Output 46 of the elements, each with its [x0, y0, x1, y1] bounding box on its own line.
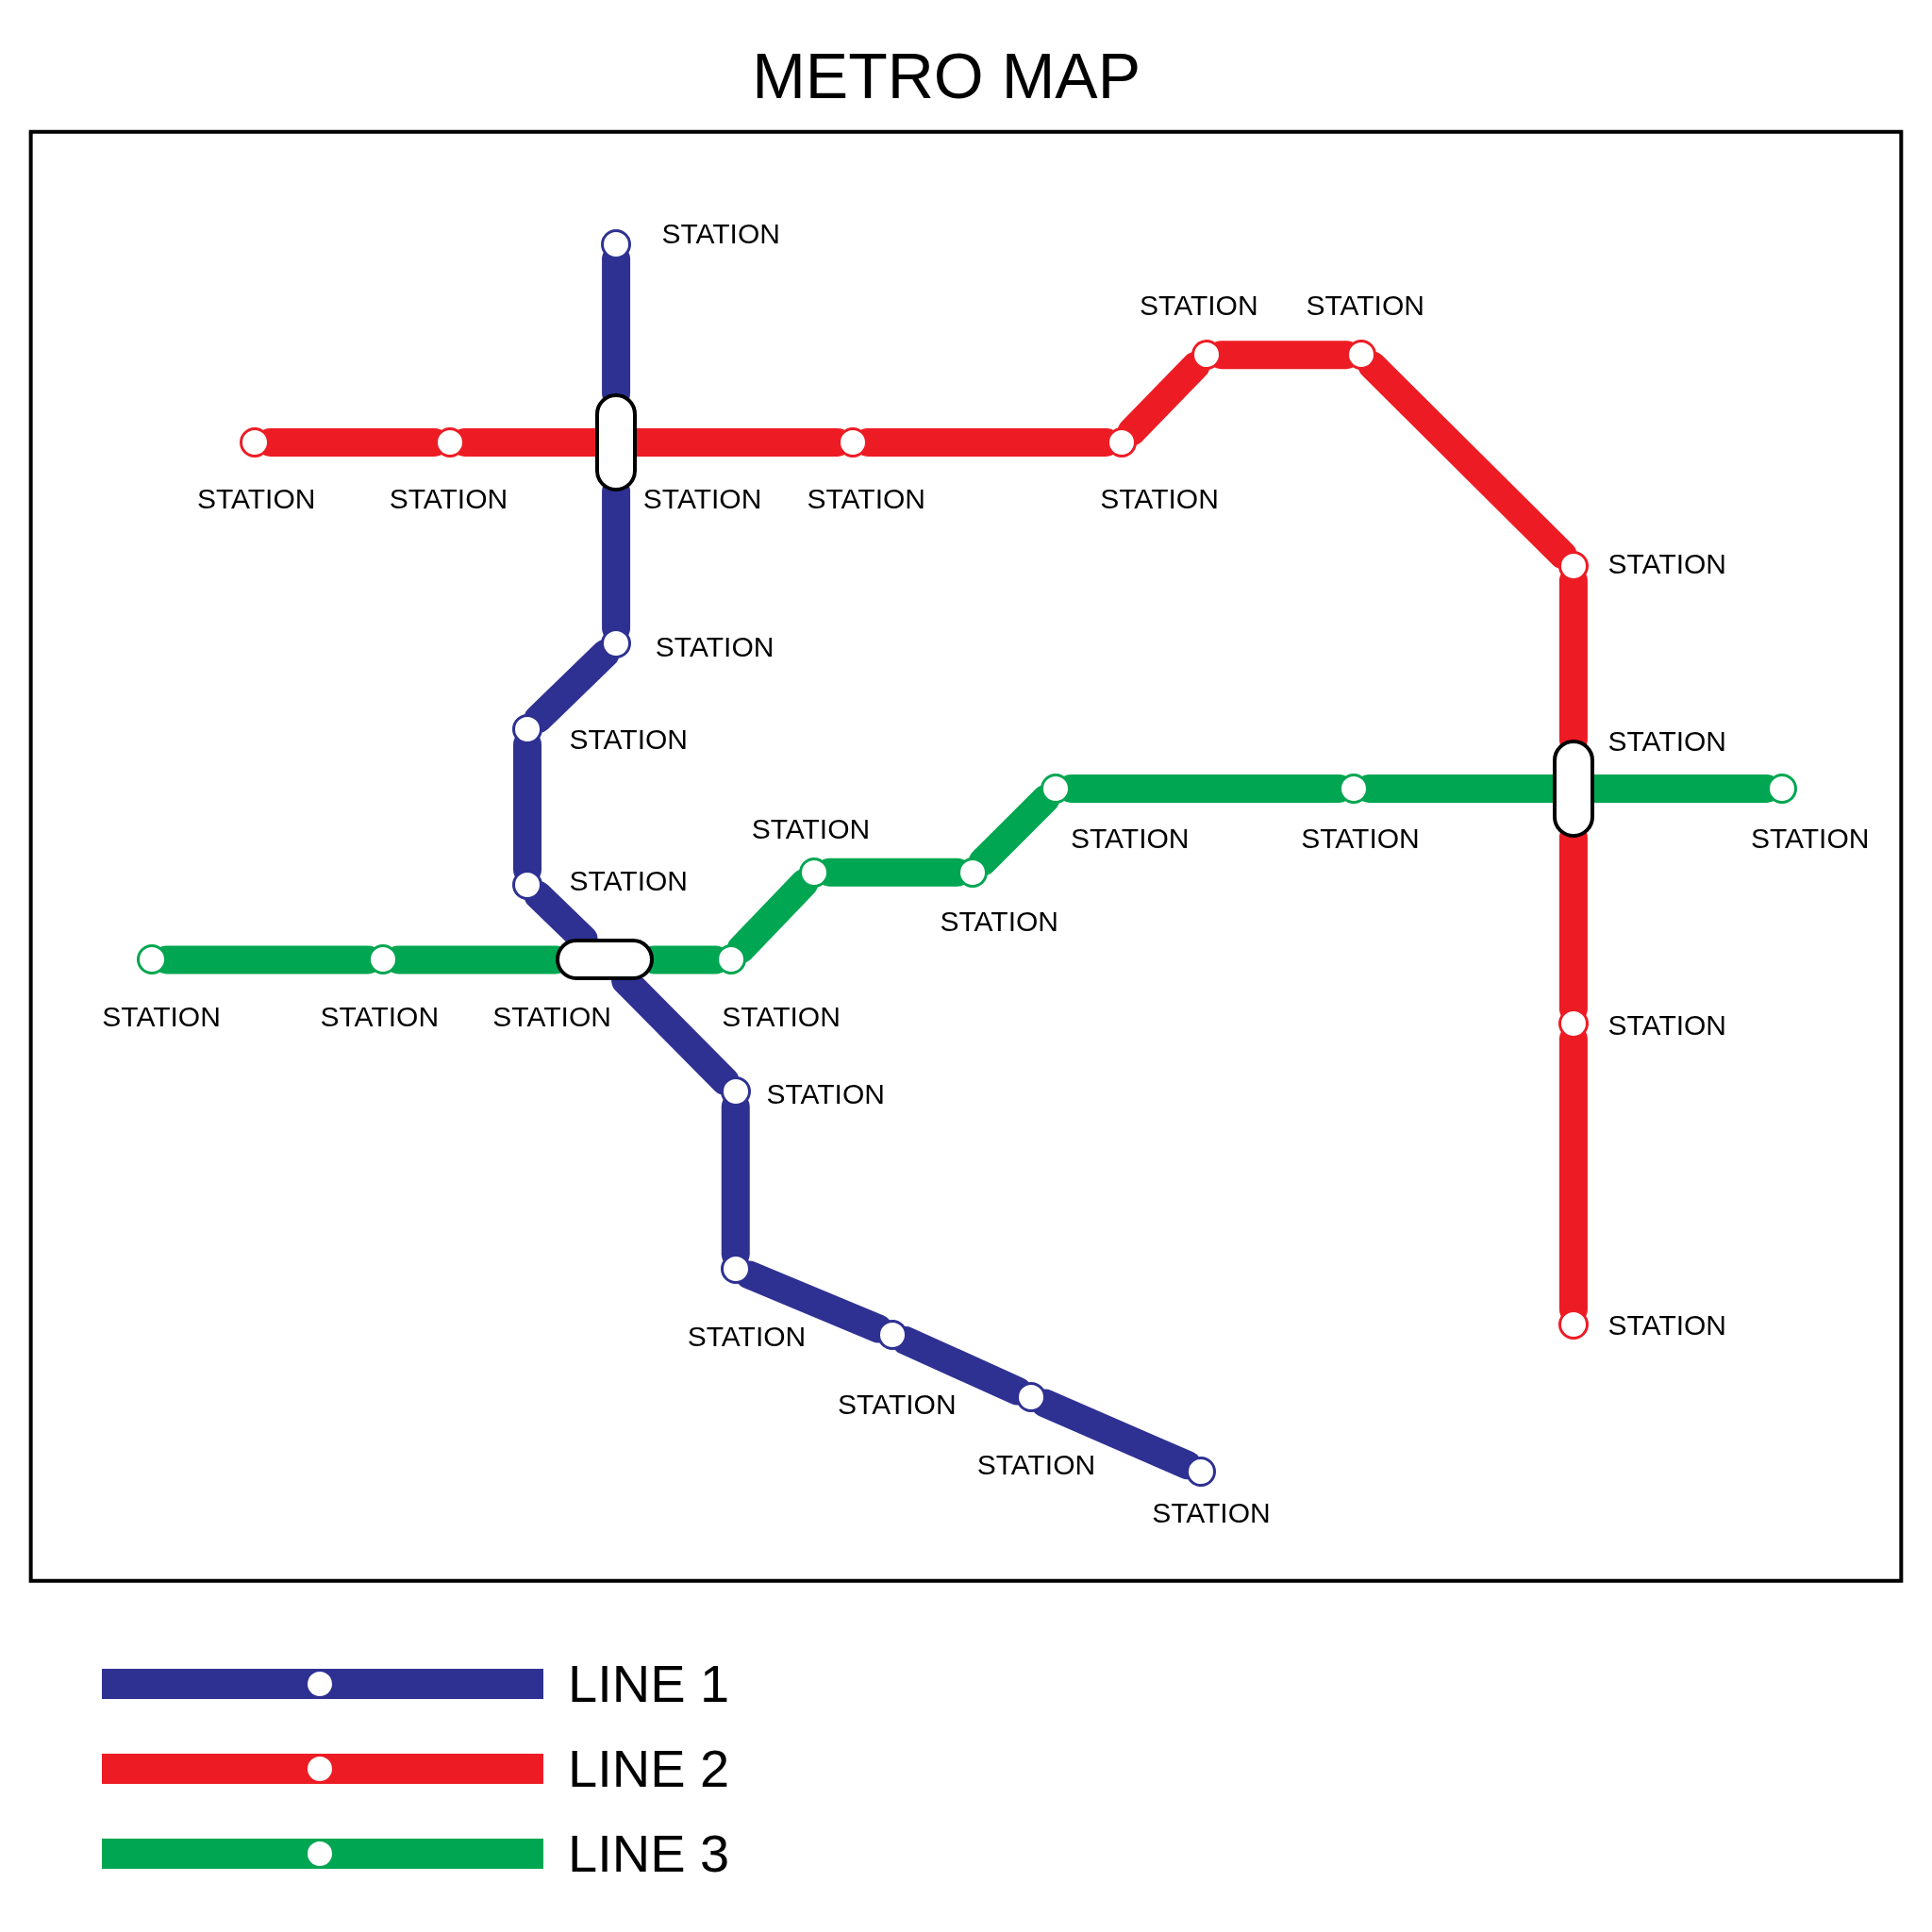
- interchange-station: [556, 939, 655, 981]
- station-label: STATION: [1301, 823, 1420, 856]
- station-label: STATION: [1607, 1008, 1727, 1041]
- station-label: STATION: [766, 1077, 885, 1111]
- metro-line: [1357, 351, 1577, 570]
- station-label: STATION: [642, 482, 762, 516]
- station-label: STATION: [1100, 482, 1219, 516]
- station-label: STATION: [1140, 289, 1258, 323]
- station-label: STATION: [196, 482, 316, 516]
- interchange-station: [1552, 739, 1594, 838]
- station-label: STATION: [1750, 823, 1870, 856]
- interchange-station: [595, 392, 638, 491]
- metro-line: [968, 785, 1060, 876]
- station-label: STATION: [1607, 725, 1727, 758]
- station-label: STATION: [687, 1320, 807, 1354]
- legend-label: LINE 3: [568, 1823, 730, 1885]
- station-label: STATION: [661, 217, 780, 251]
- legend-label: LINE 1: [568, 1653, 730, 1715]
- legend-label: LINE 2: [568, 1738, 730, 1800]
- station-label: STATION: [492, 1000, 611, 1033]
- station-label: STATION: [1607, 1309, 1727, 1342]
- station-label: STATION: [1306, 289, 1424, 323]
- station-circle: [601, 228, 632, 259]
- metro-line: [726, 869, 819, 963]
- station-label: STATION: [1152, 1496, 1271, 1530]
- metro-line: [524, 639, 620, 734]
- station-label: STATION: [655, 630, 774, 663]
- station-label: STATION: [940, 905, 1059, 939]
- station-label: STATION: [976, 1448, 1096, 1482]
- station-circle: [1557, 1309, 1589, 1341]
- station-circle: [136, 944, 167, 975]
- station-label: STATION: [569, 723, 688, 756]
- metro-line: [1117, 351, 1210, 446]
- station-label: STATION: [1070, 823, 1190, 856]
- station-label: STATION: [569, 864, 688, 898]
- station-label: STATION: [389, 482, 508, 516]
- station-label: STATION: [807, 482, 925, 516]
- station-circle: [1186, 1456, 1217, 1487]
- station-circle: [720, 1254, 751, 1285]
- station-label: STATION: [838, 1388, 957, 1422]
- station-label: STATION: [751, 812, 871, 846]
- station-label: STATION: [722, 1000, 841, 1033]
- map-title: METRO MAP: [752, 40, 1141, 111]
- station-label: STATION: [320, 1000, 440, 1033]
- station-label: STATION: [1607, 547, 1727, 581]
- station-label: STATION: [102, 1000, 221, 1033]
